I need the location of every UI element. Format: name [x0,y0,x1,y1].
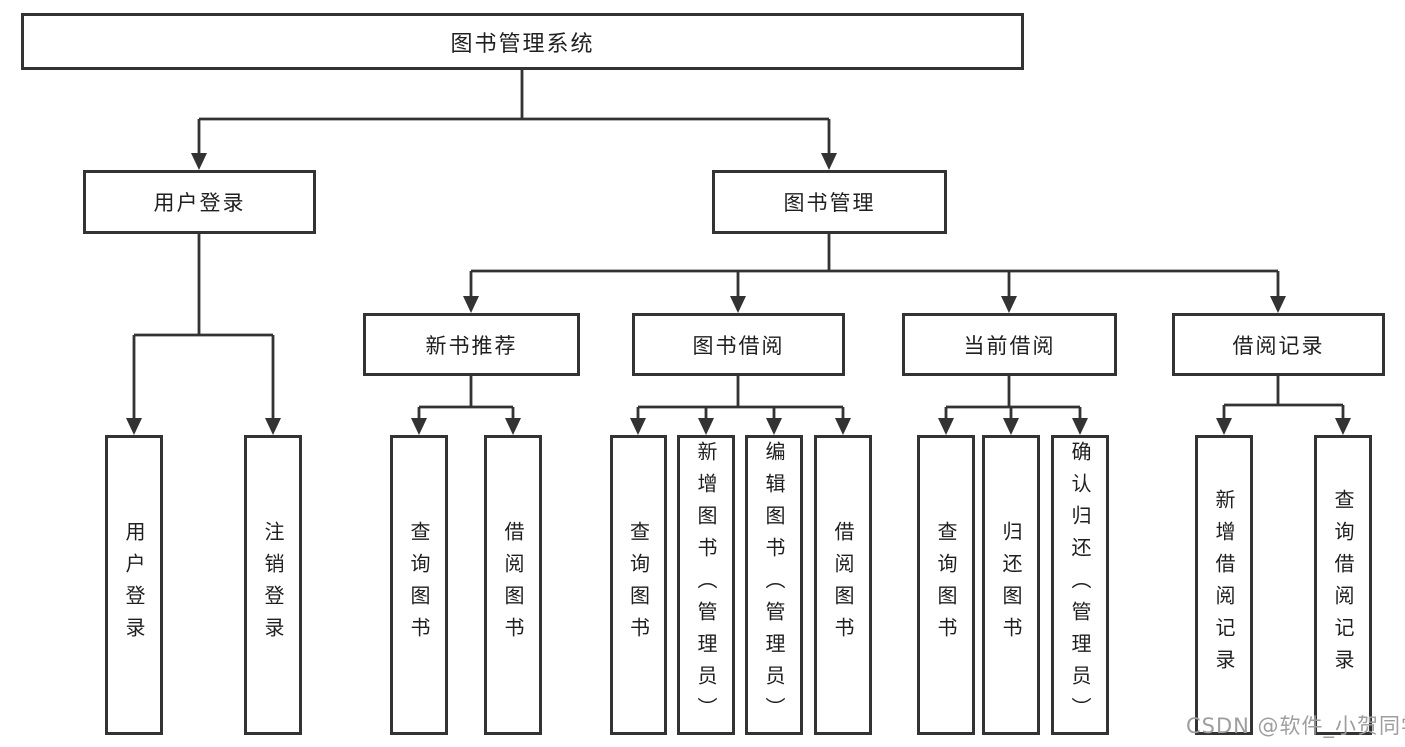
connector-new-book-rec-children [411,376,521,435]
leaf-user-login-label: 用户登录 [122,521,146,649]
leaf-query-borrow-record-label: 查询借阅记录 [1331,489,1355,681]
leaf-newrec-query-book-label: 查询图书 [407,521,431,649]
connector-book-borrow-children [630,376,851,435]
leaf-add-book-admin: 新增图书（管理员） [677,435,735,735]
leaf-logout-label: 注销登录 [261,521,285,649]
node-user-login: 用户登录 [83,170,316,234]
leaf-add-book-admin-label: 新增图书（管理员） [694,441,718,729]
node-new-book-recommend: 新书推荐 [363,313,580,376]
leaf-borrowing-borrow-book: 借阅图书 [814,435,872,735]
leaf-edit-book-admin: 编辑图书（管理员） [745,435,803,735]
node-book-management: 图书管理 [712,170,947,234]
leaf-borrowing-query-book: 查询图书 [610,435,667,735]
csdn-watermark: CSDN @软件_小贺同学 [1186,714,1405,738]
node-book-management-label: 图书管理 [783,191,876,215]
node-book-borrowing: 图书借阅 [632,313,845,376]
connector-book-mgmt-children [463,234,1286,313]
leaf-newrec-borrow-book: 借阅图书 [484,435,542,735]
leaf-current-query-book-label: 查询图书 [934,521,958,649]
node-book-borrowing-label: 图书借阅 [692,333,785,358]
node-current-borrowing-label: 当前借阅 [963,333,1056,358]
connector-borrow-record-children [1216,376,1351,435]
node-new-book-recommend-label: 新书推荐 [425,333,518,358]
leaf-confirm-return-admin: 确认归还（管理员） [1051,435,1109,735]
leaf-current-query-book: 查询图书 [917,435,975,735]
leaf-add-borrow-record: 新增借阅记录 [1195,435,1253,735]
node-root-system-label: 图书管理系统 [450,31,595,57]
leaf-newrec-borrow-book-label: 借阅图书 [501,521,525,649]
leaf-user-login: 用户登录 [105,435,163,735]
leaf-return-book-label: 归还图书 [999,521,1023,649]
leaf-borrowing-query-book-label: 查询图书 [626,521,651,649]
leaf-confirm-return-admin-label: 确认归还（管理员） [1068,441,1092,729]
leaf-newrec-query-book: 查询图书 [390,435,448,735]
leaf-add-borrow-record-label: 新增借阅记录 [1212,489,1236,681]
connector-user-login-children [126,234,281,435]
connector-root-to-level1 [191,69,837,170]
node-root-system: 图书管理系统 [21,13,1024,70]
leaf-borrowing-borrow-book-label: 借阅图书 [831,521,855,649]
node-borrowing-records-label: 借阅记录 [1232,333,1325,358]
leaf-return-book: 归还图书 [982,435,1040,735]
leaf-edit-book-admin-label: 编辑图书（管理员） [762,441,786,729]
leaf-logout: 注销登录 [244,435,302,735]
node-borrowing-records: 借阅记录 [1172,313,1385,376]
connector-current-borrow-children [938,376,1088,435]
node-current-borrowing: 当前借阅 [902,313,1117,376]
node-user-login-label: 用户登录 [153,191,246,215]
leaf-query-borrow-record: 查询借阅记录 [1314,435,1372,735]
